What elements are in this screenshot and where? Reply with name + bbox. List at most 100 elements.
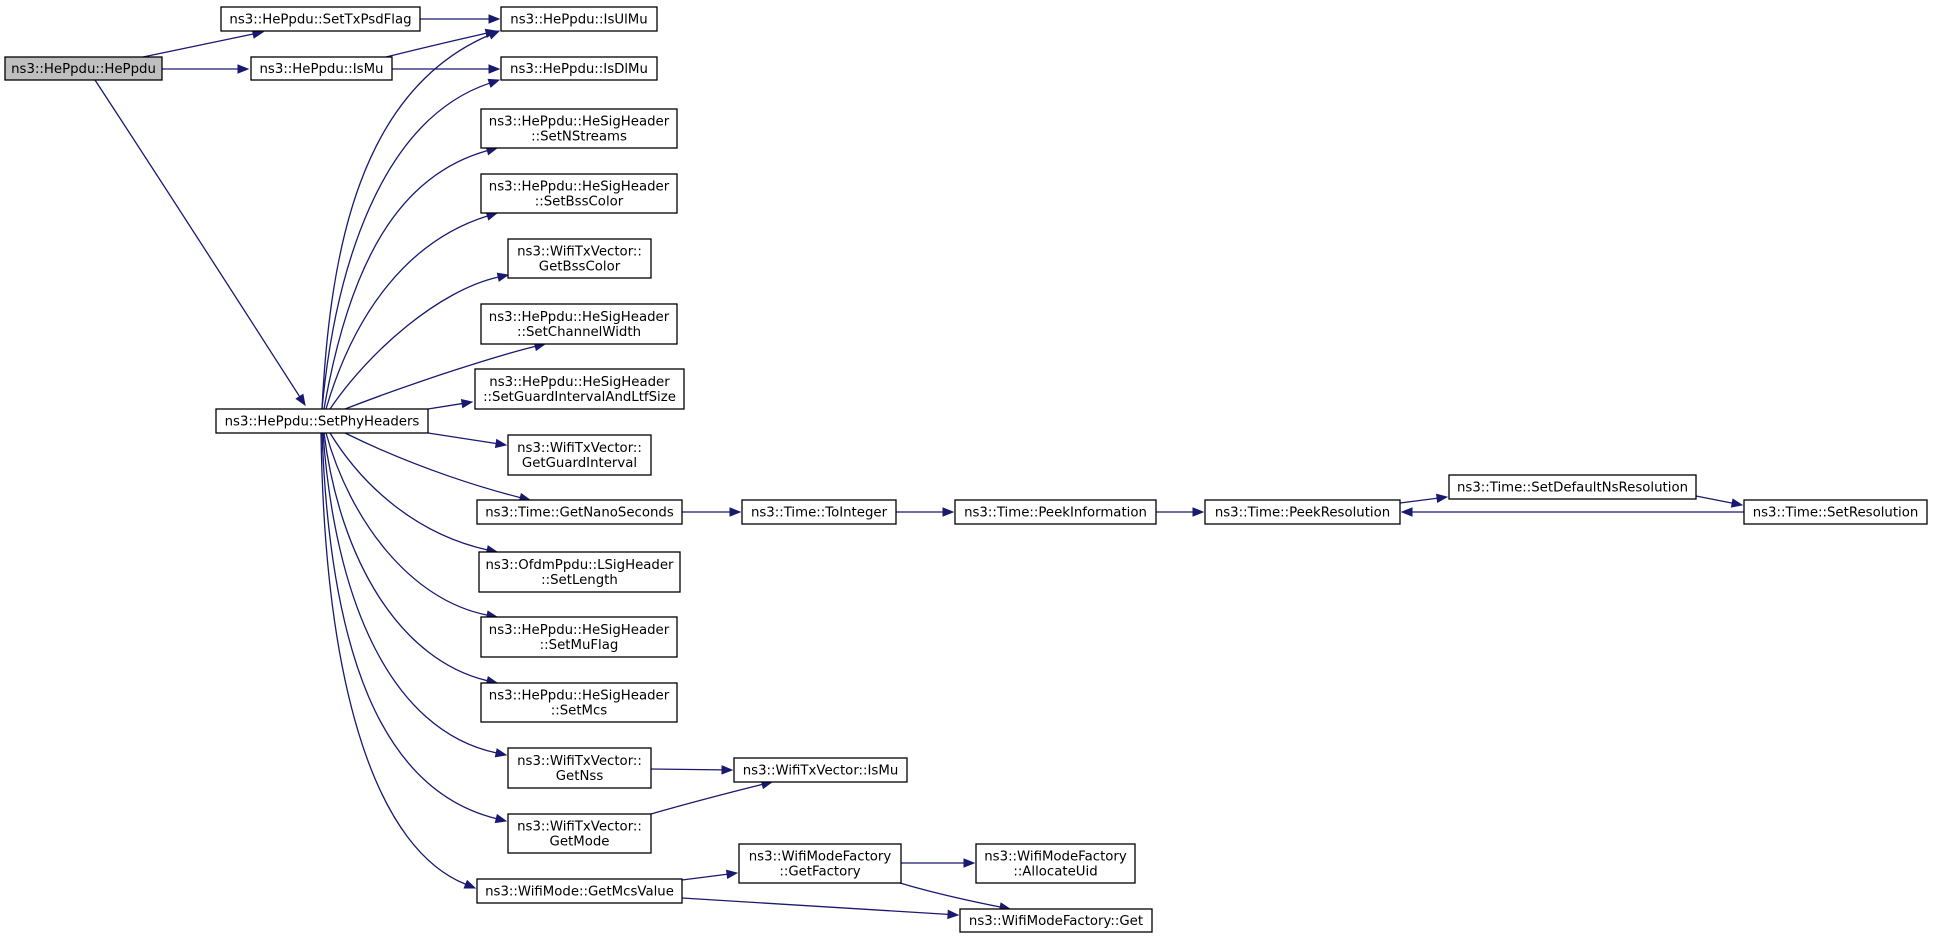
edge-line bbox=[321, 82, 490, 410]
node-set-resolution[interactable]: ns3::Time::SetResolution bbox=[1743, 499, 1928, 525]
edge-set-phy-headers-to-get-bss-color bbox=[329, 272, 510, 410]
edge-line bbox=[321, 34, 491, 410]
node-box bbox=[480, 303, 678, 345]
edge-line bbox=[385, 32, 487, 58]
node-label: ns3::HePpdu::IsUlMu bbox=[510, 13, 647, 28]
edge-get-mcs-value-to-factory-get bbox=[681, 897, 960, 920]
node-he-ppdu[interactable]: ns3::HePpdu::HePpdu bbox=[4, 56, 163, 81]
arrowhead bbox=[487, 78, 501, 88]
node-label: ::SetGuardIntervalAndLtfSize bbox=[483, 390, 676, 405]
node-label: ::SetMuFlag bbox=[540, 638, 619, 653]
node-is-dl-mu[interactable]: ns3::HePpdu::IsDlMu bbox=[500, 56, 658, 81]
edge-set-resolution-to-peek-resolution bbox=[1400, 507, 1744, 517]
node-get-bss-color[interactable]: ns3::WifiTxVector::GetBssColor bbox=[507, 238, 652, 279]
node-label: ::SetNStreams bbox=[531, 130, 627, 145]
node-set-guard-interval-and-ltf-size[interactable]: ns3::HePpdu::HeSigHeader::SetGuardInterv… bbox=[474, 368, 685, 410]
node-set-length[interactable]: ns3::OfdmPpdu::LSigHeader::SetLength bbox=[478, 551, 681, 593]
arrowhead bbox=[721, 765, 734, 775]
node-label: ns3::Time::ToInteger bbox=[751, 506, 888, 521]
edge-he-ppdu-to-is-mu bbox=[162, 64, 250, 74]
node-label: ns3::WifiTxVector:: bbox=[517, 441, 642, 456]
node-set-mu-flag[interactable]: ns3::HePpdu::HeSigHeader::SetMuFlag bbox=[480, 616, 678, 658]
node-label: ns3::WifiMode::GetMcsValue bbox=[485, 885, 674, 900]
node-is-mu[interactable]: ns3::HePpdu::IsMu bbox=[250, 56, 393, 81]
node-box bbox=[250, 56, 393, 81]
edge-set-phy-headers-to-set-length bbox=[329, 432, 499, 555]
node-box bbox=[476, 499, 683, 525]
node-label: ns3::HePpdu::HeSigHeader bbox=[489, 310, 670, 325]
edge-line bbox=[325, 432, 488, 616]
edge-set-phy-headers-to-set-guard-interval-and-ltf-size bbox=[427, 398, 474, 410]
node-box bbox=[507, 238, 652, 279]
node-label: ns3::Time::PeekResolution bbox=[1215, 506, 1390, 521]
node-box bbox=[741, 499, 897, 525]
edge-line bbox=[329, 276, 499, 410]
edge-line bbox=[650, 768, 723, 771]
arrowhead bbox=[1435, 493, 1449, 504]
node-label: ns3::HePpdu::HeSigHeader bbox=[489, 623, 670, 638]
node-allocate-uid[interactable]: ns3::WifiModeFactory::AllocateUid bbox=[975, 843, 1136, 884]
node-set-bss-color[interactable]: ns3::HePpdu::HeSigHeader::SetBssColor bbox=[480, 173, 678, 214]
node-set-default-ns-resolution[interactable]: ns3::Time::SetDefaultNsResolution bbox=[1448, 474, 1697, 500]
node-get-mcs-value[interactable]: ns3::WifiMode::GetMcsValue bbox=[476, 878, 683, 904]
node-label: ns3::HePpdu::HeSigHeader bbox=[489, 689, 670, 704]
edge-line bbox=[321, 432, 497, 820]
node-label: GetNss bbox=[556, 769, 604, 784]
edge-he-ppdu-to-set-tx-psd-flag bbox=[142, 29, 265, 58]
node-get-mode[interactable]: ns3::WifiTxVector::GetMode bbox=[507, 813, 652, 854]
node-label: ::SetMcs bbox=[551, 704, 608, 719]
node-peek-information[interactable]: ns3::Time::PeekInformation bbox=[954, 499, 1157, 525]
node-label: ns3::HePpdu::HeSigHeader bbox=[489, 180, 670, 195]
node-set-mcs[interactable]: ns3::HePpdu::HeSigHeader::SetMcs bbox=[480, 682, 678, 723]
edge-line bbox=[344, 345, 536, 410]
node-set-tx-psd-flag[interactable]: ns3::HePpdu::SetTxPsdFlag bbox=[220, 6, 421, 32]
call-graph-nodes: ns3::HePpdu::HePpdu ns3::HePpdu::SetTxPsd… bbox=[4, 6, 1928, 933]
node-is-ul-mu[interactable]: ns3::HePpdu::IsUlMu bbox=[500, 6, 658, 32]
edge-get-nano-seconds-to-to-integer bbox=[682, 507, 742, 517]
node-box bbox=[4, 56, 163, 81]
node-get-nss[interactable]: ns3::WifiTxVector::GetNss bbox=[507, 747, 652, 789]
edge-set-phy-headers-to-get-guard-interval bbox=[427, 432, 508, 449]
node-label: ns3::Time::PeekInformation bbox=[964, 506, 1147, 521]
node-set-channel-width[interactable]: ns3::HePpdu::HeSigHeader::SetChannelWidt… bbox=[480, 303, 678, 345]
node-get-nano-seconds[interactable]: ns3::Time::GetNanoSeconds bbox=[476, 499, 683, 525]
node-set-phy-headers[interactable]: ns3::HePpdu::SetPhyHeaders bbox=[215, 408, 429, 434]
node-get-factory[interactable]: ns3::WifiModeFactory::GetFactory bbox=[738, 843, 902, 884]
edge-set-phy-headers-to-get-mode bbox=[321, 432, 508, 824]
node-box bbox=[476, 878, 683, 904]
node-label: GetGuardInterval bbox=[522, 456, 637, 471]
edge-line bbox=[94, 79, 301, 397]
node-factory-get[interactable]: ns3::WifiModeFactory::Get bbox=[959, 908, 1153, 933]
node-label: ::SetLength bbox=[541, 573, 618, 588]
arrowhead bbox=[460, 398, 474, 409]
node-set-nstreams[interactable]: ns3::HePpdu::HeSigHeader::SetNStreams bbox=[480, 108, 678, 149]
arrowhead bbox=[942, 507, 955, 517]
node-box bbox=[733, 757, 908, 783]
edge-line bbox=[320, 432, 466, 885]
arrowhead bbox=[494, 438, 508, 449]
arrowhead bbox=[1192, 507, 1205, 517]
edge-set-phy-headers-to-set-nstreams bbox=[323, 146, 499, 410]
edge-line bbox=[681, 897, 949, 916]
node-box bbox=[480, 616, 678, 658]
arrowhead bbox=[295, 393, 306, 407]
node-label: ns3::Time::SetResolution bbox=[1753, 506, 1919, 521]
node-label: ns3::WifiTxVector:: bbox=[517, 820, 642, 835]
node-label: ns3::Time::GetNanoSeconds bbox=[485, 506, 674, 521]
edge-line bbox=[323, 432, 488, 682]
node-box bbox=[507, 747, 652, 789]
edge-set-phy-headers-to-get-nss bbox=[322, 432, 508, 758]
arrowhead bbox=[494, 813, 508, 824]
edge-line bbox=[322, 432, 497, 754]
node-box bbox=[500, 56, 658, 81]
node-label: ns3::HePpdu::HeSigHeader bbox=[489, 115, 670, 130]
node-to-integer[interactable]: ns3::Time::ToInteger bbox=[741, 499, 897, 525]
node-box bbox=[500, 6, 658, 32]
node-label: ns3::HePpdu::HePpdu bbox=[11, 62, 156, 77]
edge-set-default-ns-resolution-to-set-resolution bbox=[1695, 495, 1744, 508]
node-get-guard-interval[interactable]: ns3::WifiTxVector::GetGuardInterval bbox=[507, 434, 652, 476]
node-peek-resolution[interactable]: ns3::Time::PeekResolution bbox=[1204, 499, 1401, 525]
node-tx-is-mu[interactable]: ns3::WifiTxVector::IsMu bbox=[733, 757, 908, 783]
node-box bbox=[1448, 474, 1697, 500]
